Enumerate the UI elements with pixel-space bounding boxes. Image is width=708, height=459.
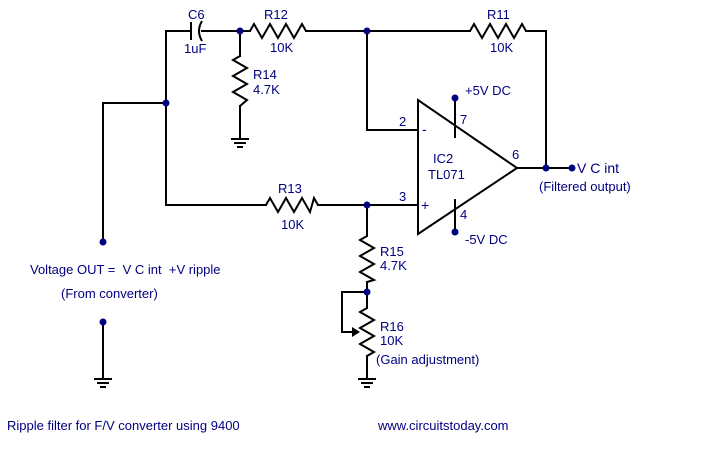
opamp-triangle — [417, 98, 519, 236]
supply-positive-label: +5V DC — [465, 83, 511, 98]
junction-dot — [236, 27, 244, 35]
c6-plate-right — [198, 20, 203, 42]
r14-resistor — [230, 55, 250, 107]
supply-negative-label: -5V DC — [465, 232, 508, 247]
wire-r11-output — [525, 30, 547, 169]
r13-value-label: 10K — [281, 217, 304, 232]
component-shapes — [190, 20, 527, 357]
r11-ref-label: R11 — [487, 7, 510, 22]
input-terminal-dot — [99, 238, 107, 246]
ground-icon — [94, 378, 112, 388]
caption: Ripple filter for F/V converter using 94… — [7, 418, 240, 433]
opamp-labels: IC2 TL071 2 3 6 7 4 - + +5V DC -5V DC — [399, 83, 519, 247]
r16-ref-label: R16 — [380, 319, 404, 334]
r11-resistor — [469, 21, 527, 41]
r13-ref-label: R13 — [278, 181, 302, 196]
r16-value-label: 10K — [380, 333, 403, 348]
junction-dot — [542, 164, 550, 172]
pin-2-label: 2 — [399, 114, 406, 129]
ground-icon — [358, 378, 376, 388]
r12-resistor — [249, 21, 307, 41]
r12-ref-label: R12 — [264, 7, 288, 22]
r15-value-label: 4.7K — [380, 258, 407, 273]
io-labels: V C int (Filtered output) Voltage OUT = … — [30, 160, 631, 301]
r15-resistor — [357, 235, 377, 283]
input-label: Voltage OUT = V C int +V ripple — [30, 262, 221, 277]
c6-value-label: 1uF — [184, 41, 206, 56]
r15-ref-label: R15 — [380, 244, 404, 259]
input-terminal-dot — [99, 318, 107, 326]
input-note: (From converter) — [61, 286, 158, 301]
r16-note-label: (Gain adjustment) — [376, 352, 479, 367]
pin-4-label: 4 — [460, 207, 467, 222]
component-labels: C6 1uF R12 10K R11 10K R14 4.7K R13 10K … — [184, 7, 513, 367]
supply-terminal-dot — [451, 228, 459, 236]
pin-7-label: 7 — [460, 112, 467, 127]
opamp-part-label: TL071 — [428, 167, 465, 182]
pin-6-label: 6 — [512, 147, 519, 162]
r11-value-label: 10K — [490, 40, 513, 55]
c6-ref-label: C6 — [188, 7, 205, 22]
junction-dot — [162, 99, 170, 107]
pin-3-label: 3 — [399, 189, 406, 204]
wire-inverting-input — [366, 30, 419, 131]
r16-resistor — [357, 307, 377, 357]
junction-dots — [99, 27, 576, 326]
junction-dot — [363, 201, 371, 209]
website-label: www.circuitstoday.com — [377, 418, 509, 433]
opamp-ref-label: IC2 — [433, 151, 453, 166]
r14-ref-label: R14 — [253, 67, 277, 82]
wire-wiper-loop — [341, 291, 368, 333]
r14-value-label: 4.7K — [253, 82, 280, 97]
wire-input-feed — [102, 102, 167, 243]
junction-dot — [363, 27, 371, 35]
supply-terminal-dot — [451, 94, 459, 102]
output-label: V C int — [577, 160, 619, 176]
noninverting-sign: + — [421, 197, 429, 213]
ground-icon — [231, 138, 249, 148]
r12-value-label: 10K — [270, 40, 293, 55]
junction-dot — [363, 288, 371, 296]
r16-wiper-arrow-icon — [352, 327, 360, 337]
inverting-sign: - — [422, 121, 427, 137]
output-terminal-dot — [568, 164, 576, 172]
r13-resistor — [265, 195, 319, 215]
output-note: (Filtered output) — [539, 179, 631, 194]
ground-symbols — [94, 138, 376, 388]
footer: Ripple filter for F/V converter using 94… — [7, 418, 509, 433]
